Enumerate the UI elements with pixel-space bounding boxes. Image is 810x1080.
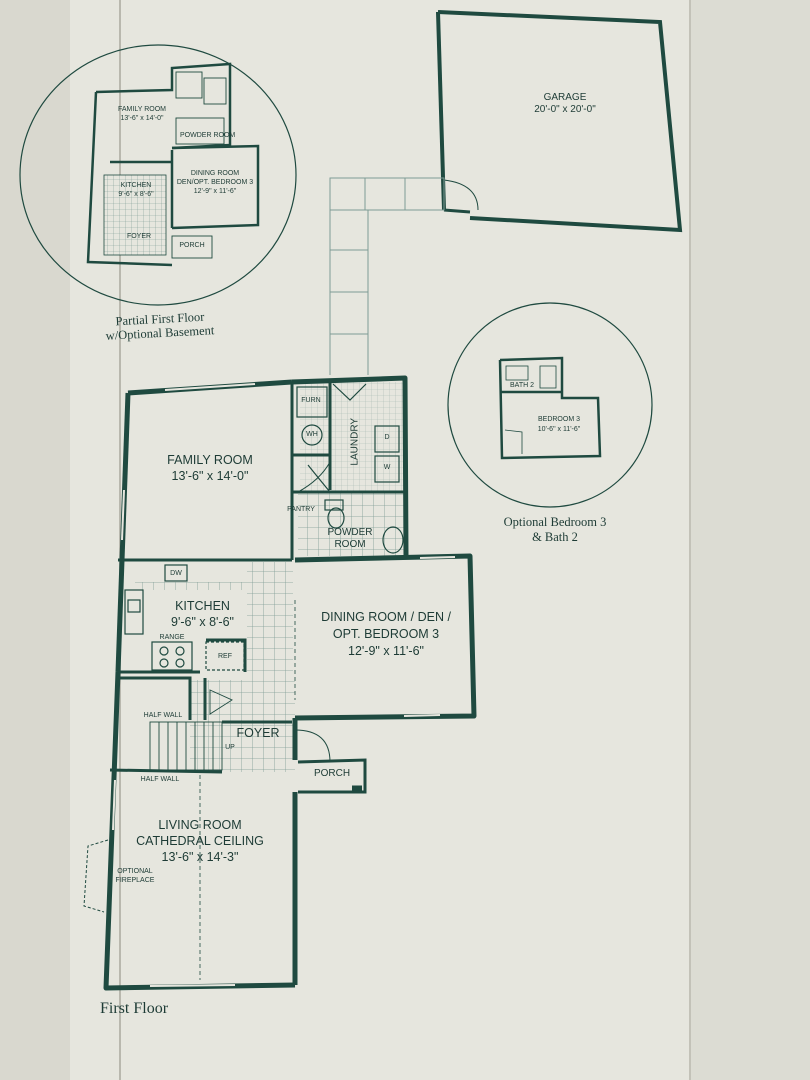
half-wall-label-1: HALF WALL <box>143 712 183 719</box>
fireplace-label: OPTIONAL <box>117 868 153 875</box>
dining-room-label-2: OPT. BEDROOM 3 <box>332 627 440 641</box>
foyer-label: FOYER <box>236 726 280 740</box>
family-room-label: FAMILY ROOM <box>167 453 253 467</box>
kitchen-size: 9'-6" x 8'-6" <box>171 615 234 629</box>
fireplace-label-2: FIREPLACE <box>115 877 155 884</box>
garage-size: 20'-0" x 20'-0" <box>534 104 596 115</box>
powder-room-label: POWDER <box>327 527 373 538</box>
inset-dining-sub: DEN/OPT. BEDROOM 3 <box>176 179 254 186</box>
water-heater-label: WH <box>306 431 318 438</box>
half-wall-label-2: HALF WALL <box>140 776 180 783</box>
garage-label: GARAGE <box>543 92 587 103</box>
inset-porch-label: PORCH <box>179 242 205 249</box>
living-room-ceiling: CATHEDRAL CEILING <box>136 834 264 848</box>
bedroom-caption-line2: & Bath 2 <box>532 530 578 544</box>
kitchen-label: KITCHEN <box>175 599 230 613</box>
living-room-size: 13'-6" x 14'-3" <box>161 850 239 864</box>
furnace-label: FURN <box>301 397 321 404</box>
family-room-size: 13'-6" x 14'-0" <box>171 469 249 483</box>
inset-foyer-label: FOYER <box>126 233 152 240</box>
inset-bath-label: BATH 2 <box>510 382 534 389</box>
first-floor-plan <box>83 375 477 991</box>
inset-partial-first-floor <box>19 44 297 306</box>
inset-kitchen-label: KITCHEN <box>120 182 152 189</box>
refrigerator-label: REF <box>218 653 232 660</box>
paper-main-page <box>70 0 770 1080</box>
bedroom-caption-line1: Optional Bedroom 3 <box>503 515 607 529</box>
laundry-label: LAUNDRY <box>349 417 361 466</box>
floor-caption: First Floor <box>100 1000 169 1017</box>
pantry-label: PANTRY <box>287 506 315 513</box>
inset-bedroom-size: 10'-6" x 11'-6" <box>537 426 581 433</box>
stairs-up-label: UP <box>225 744 235 751</box>
dishwasher-label: DW <box>170 570 182 577</box>
inset-optional-bedroom <box>447 302 653 508</box>
walkway <box>329 177 445 375</box>
inset-dining-size: 12'-9" x 11'-6" <box>193 188 237 195</box>
dining-room-size: 12'-9" x 11'-6" <box>348 644 424 658</box>
washer-label: W <box>383 464 391 471</box>
powder-room-label-2: ROOM <box>334 539 366 550</box>
inset-family-room-label: FAMILY ROOM <box>118 106 166 113</box>
dryer-label: D <box>384 434 390 441</box>
garage <box>436 10 683 233</box>
inset-family-room-size: 13'-6" x 14'-0" <box>120 115 164 122</box>
dining-room-label: DINING ROOM / DEN / <box>321 610 451 624</box>
inset-bedroom-label: BEDROOM 3 <box>537 416 580 423</box>
inset-powder-room-label: POWDER ROOM <box>180 132 236 139</box>
inset-kitchen-size: 9'-6" x 8'-6" <box>118 191 154 198</box>
range-label: RANGE <box>159 634 185 641</box>
paper-right-fold <box>690 0 810 1080</box>
inset-dining-label: DINING ROOM <box>190 170 240 177</box>
living-room-label: LIVING ROOM <box>158 818 242 832</box>
porch-label: PORCH <box>313 768 351 779</box>
